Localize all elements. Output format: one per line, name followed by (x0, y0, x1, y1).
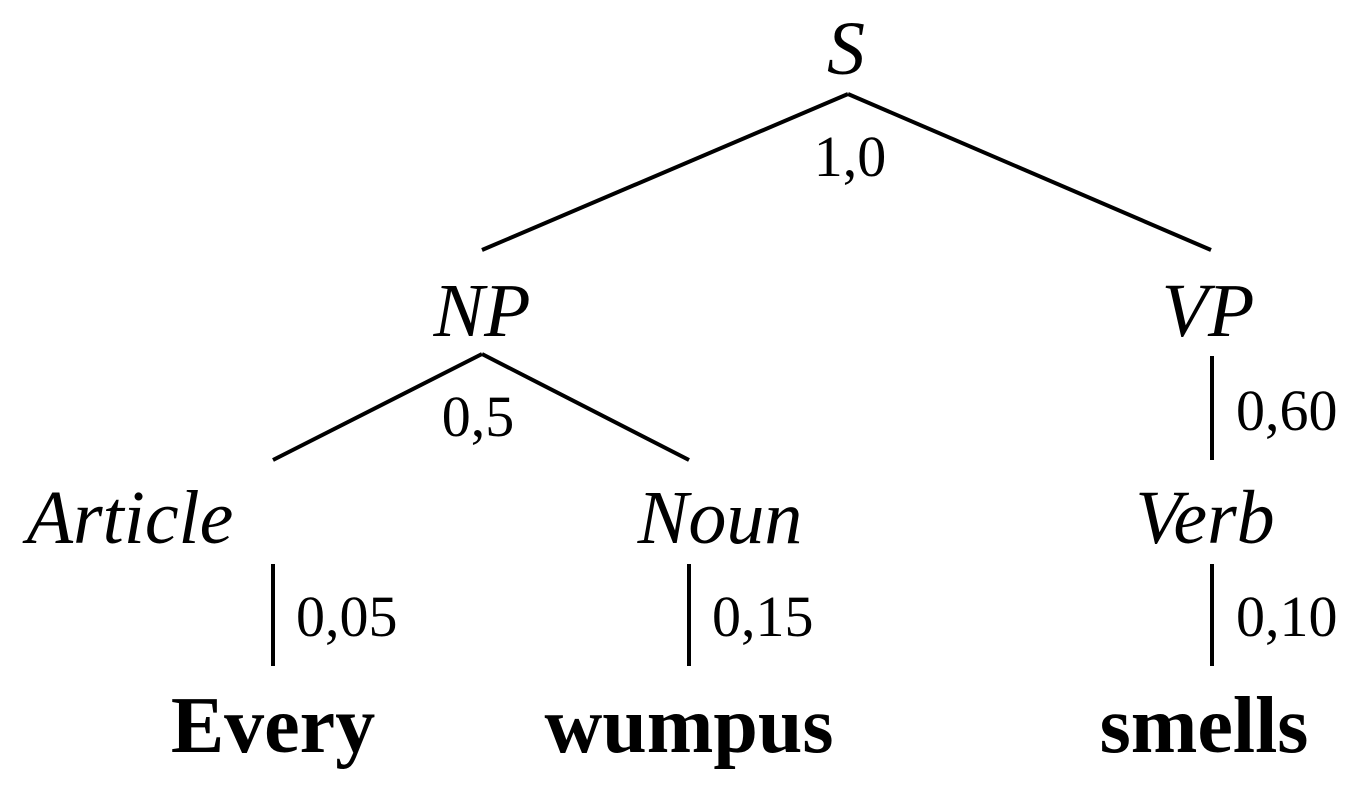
prob-verb: 0,10 (1236, 584, 1338, 649)
prob-np: 0,5 (442, 384, 515, 449)
node-np: NP (432, 269, 530, 353)
edge-s-np (481, 92, 849, 252)
word-every: Every (171, 682, 375, 770)
node-noun: Noun (637, 476, 803, 560)
edge-np-noun (481, 352, 690, 462)
node-article: Article (22, 476, 234, 560)
node-verb: Verb (1135, 476, 1274, 560)
prob-s: 1,0 (814, 124, 887, 189)
word-smells: smells (1100, 682, 1309, 770)
node-s: S (827, 7, 865, 91)
node-vp: VP (1162, 269, 1255, 353)
edge-np-article (272, 352, 483, 462)
word-wumpus: wumpus (544, 682, 833, 770)
prob-article: 0,05 (296, 584, 398, 649)
prob-noun: 0,15 (712, 584, 814, 649)
prob-vp: 0,60 (1236, 378, 1338, 443)
edge-s-vp (847, 92, 1212, 252)
